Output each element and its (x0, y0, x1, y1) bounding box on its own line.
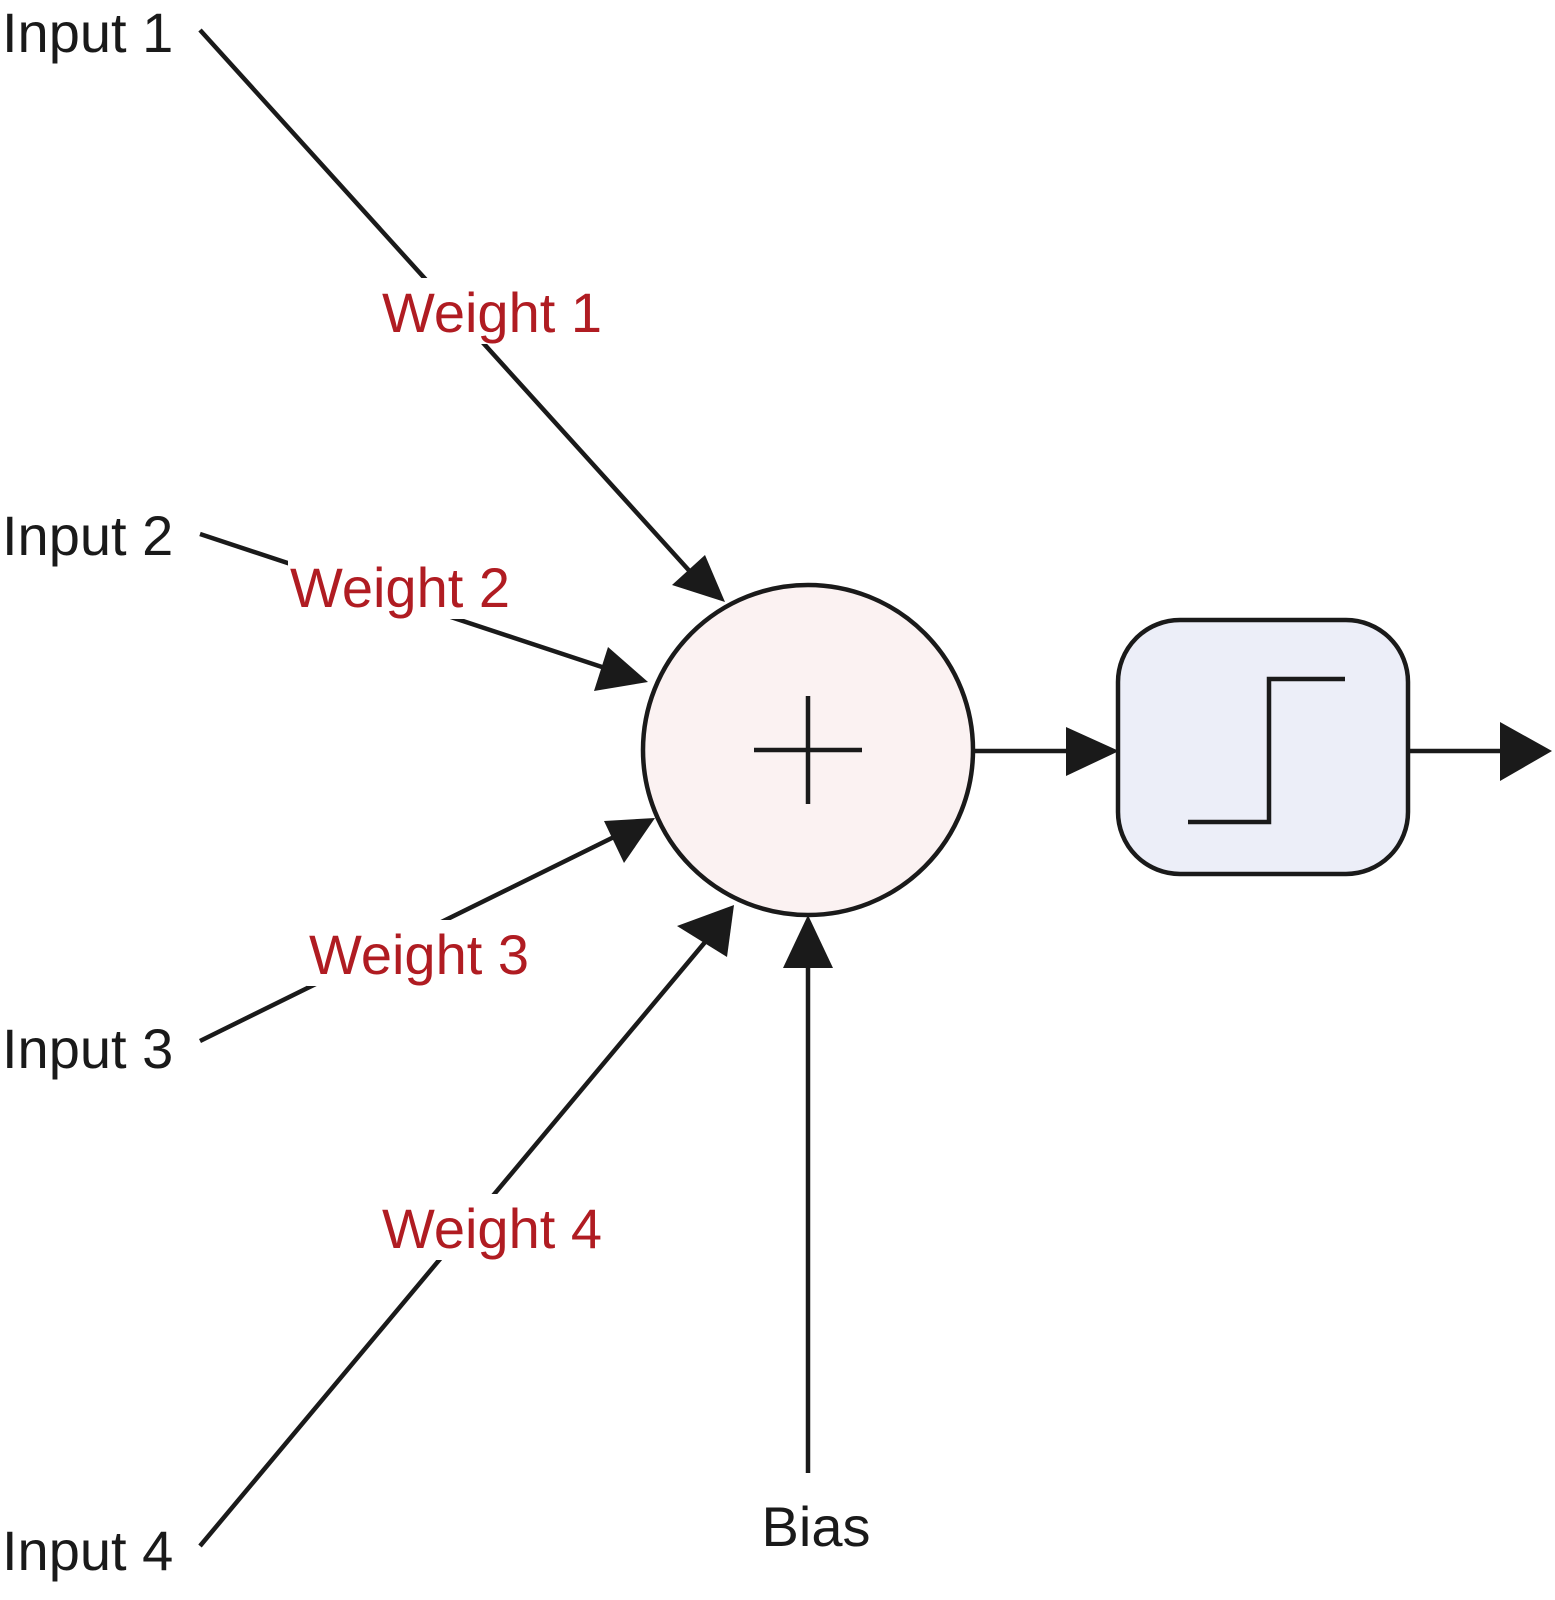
bias-label: Bias (762, 1495, 871, 1558)
plus-icon (754, 696, 862, 804)
input-3-label: Input 3 (2, 1017, 173, 1080)
input-2-label: Input 2 (2, 504, 173, 567)
bias-edge (783, 915, 833, 1473)
step-function-icon (1188, 676, 1345, 825)
input-1-label: Input 1 (2, 1, 173, 64)
weight-4-label: Weight 4 (382, 1197, 602, 1260)
output-edge (1408, 722, 1552, 781)
activation-node (1115, 617, 1411, 877)
weight-1-label: Weight 1 (382, 281, 602, 344)
weight-2-label: Weight 2 (290, 556, 510, 619)
summation-node (640, 582, 976, 918)
weight-3-label: Weight 3 (309, 923, 529, 986)
weight-label-halos (288, 278, 618, 1260)
sum-to-activation-edge (974, 727, 1119, 776)
input-4-label: Input 4 (2, 1519, 173, 1582)
